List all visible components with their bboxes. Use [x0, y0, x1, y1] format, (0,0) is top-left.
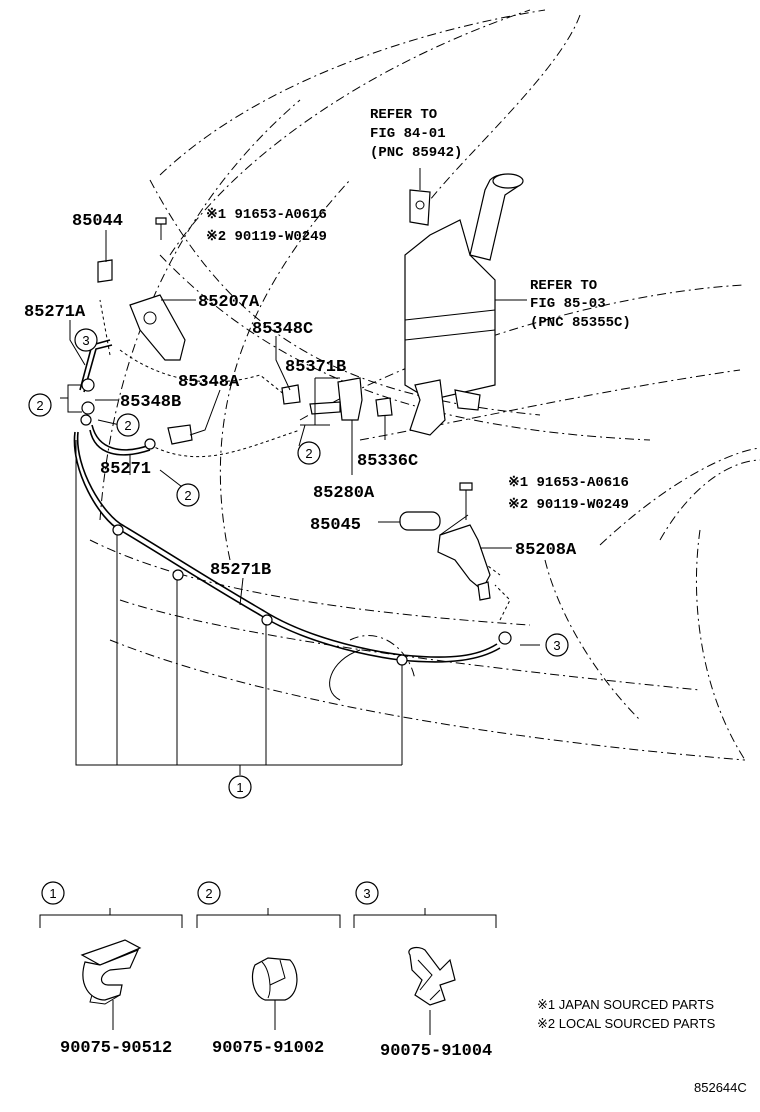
clip-2-drawing	[251, 957, 298, 1001]
refer-right-line1: REFER TO	[530, 278, 597, 294]
svg-text:3: 3	[363, 886, 370, 901]
leader-lines	[39, 168, 540, 1035]
marker-2-low: 2	[176, 483, 200, 507]
svg-text:3: 3	[553, 638, 560, 653]
refer-right-line2: FIG 85-03	[530, 296, 606, 312]
refer-notes: REFER TO FIG 84-01 (PNC 85942) REFER TO …	[370, 107, 631, 331]
body-outline	[89, 9, 760, 761]
circle-markers: 3 2 2 2 2 3 1 1 2 3	[28, 328, 569, 905]
label-85348C: 85348C	[252, 320, 313, 339]
clip-2-part: 90075-91002	[212, 1039, 324, 1058]
note-local: ※2 LOCAL SOURCED PARTS	[537, 1016, 716, 1031]
marker-2-mid: 2	[116, 413, 140, 437]
label-85348B: 85348B	[120, 393, 181, 412]
svg-text:2: 2	[184, 488, 191, 503]
marker-2-right: 2	[297, 441, 321, 465]
marker-1-key: 1	[41, 881, 65, 905]
bolt-notes: ※1 91653-A0616 ※2 90119-W0249 ※1 91653-A…	[206, 207, 629, 513]
svg-text:1: 1	[236, 780, 243, 795]
marker-3-upper: 3	[74, 328, 98, 352]
label-85271A: 85271A	[24, 303, 86, 322]
marker-3-right: 3	[545, 633, 569, 657]
svg-text:2: 2	[36, 398, 43, 413]
note-japan: ※1 JAPAN SOURCED PARTS	[537, 997, 714, 1012]
label-85348A: 85348A	[178, 373, 240, 392]
bolt-lower-line1: ※1 91653-A0616	[508, 475, 629, 491]
label-85207A: 85207A	[198, 293, 260, 312]
label-85045: 85045	[310, 516, 361, 535]
clip-3-drawing	[408, 946, 456, 1006]
label-85208A: 85208A	[515, 541, 577, 560]
refer-upper-line1: REFER TO	[370, 107, 437, 123]
svg-text:1: 1	[49, 886, 56, 901]
refer-right-line3: (PNC 85355C)	[530, 315, 631, 331]
svg-text:2: 2	[205, 886, 212, 901]
label-85280A: 85280A	[313, 484, 375, 503]
label-85336C: 85336C	[357, 452, 418, 471]
marker-3-key: 3	[355, 881, 379, 905]
washer-tank	[404, 173, 524, 436]
label-85044: 85044	[72, 212, 123, 231]
label-85271: 85271	[100, 460, 151, 479]
marker-2-key: 2	[197, 881, 221, 905]
clip-1-part: 90075-90512	[60, 1039, 172, 1058]
svg-text:2: 2	[124, 418, 131, 433]
clip-key: 90075-90512 90075-91002 90075-91004	[60, 939, 492, 1061]
marker-2-left: 2	[28, 393, 52, 417]
svg-text:3: 3	[82, 333, 89, 348]
label-85271B: 85271B	[210, 561, 271, 580]
label-85371B: 85371B	[285, 358, 346, 377]
bolt-upper-line1: ※1 91653-A0616	[206, 207, 327, 223]
clip-1-drawing	[80, 939, 142, 1005]
refer-upper-line2: FIG 84-01	[370, 126, 446, 142]
components	[80, 217, 512, 666]
bolt-lower-line2: ※2 90119-W0249	[508, 497, 629, 513]
clip-3-part: 90075-91004	[380, 1042, 492, 1061]
marker-1-tree: 1	[228, 775, 252, 799]
part-labels: 85044 85271A 85207A 85348C 85371B 85348A…	[24, 212, 577, 580]
bolt-upper-line2: ※2 90119-W0249	[206, 229, 327, 245]
figure-id: 852644C	[694, 1080, 747, 1095]
washer-hose	[73, 299, 511, 663]
svg-text:2: 2	[305, 446, 312, 461]
footnotes: ※1 JAPAN SOURCED PARTS ※2 LOCAL SOURCED …	[537, 997, 747, 1095]
refer-upper-line3: (PNC 85942)	[370, 145, 462, 161]
